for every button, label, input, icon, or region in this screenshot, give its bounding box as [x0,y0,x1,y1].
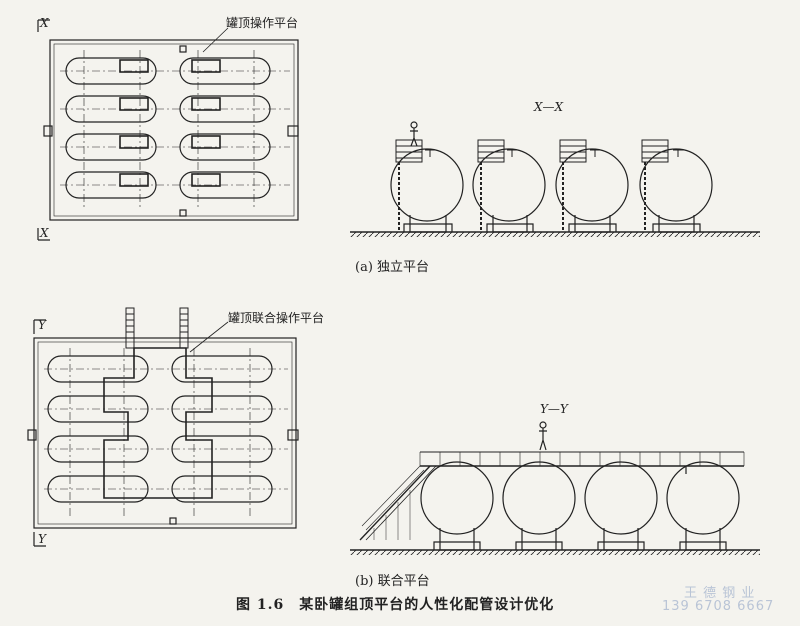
tank-rows-right [179,57,271,199]
section-label-y: Y—Y [540,402,568,416]
callout-top-platform: 罐顶操作平台 [226,16,299,30]
section-marker-x-bottom: X [40,226,49,240]
watermark-phone: 139 6708 6667 [662,599,775,614]
section-marker-x-top: X [40,16,49,30]
figure-title: 图 1.6 某卧罐组顶平台的人性化配管设计优化 [236,597,555,613]
section-label-x: X—X [534,100,564,114]
person-figure [539,421,547,451]
callout-joint-platform: 罐顶联合操作平台 [228,311,325,325]
elevation-independent-platforms [350,121,760,237]
caption-b: (b) 联合平台 [355,574,430,589]
section-marker-y-bottom: Y [38,532,46,546]
plan-view-top [37,19,299,241]
tank-rows-left [65,57,157,199]
plan-view-bottom [27,307,299,547]
person-figure [410,121,418,147]
caption-a: (a) 独立平台 [355,260,430,275]
section-marker-y-top: Y [38,318,46,332]
watermark-name: 王 德 钢 业 [684,586,756,601]
elevation-joint-platform [350,421,760,555]
